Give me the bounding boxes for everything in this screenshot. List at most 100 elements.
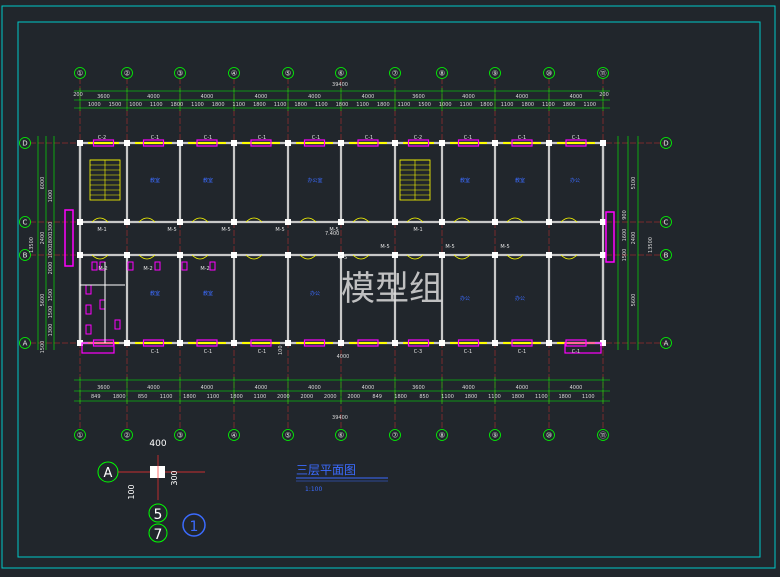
edge-dim-right: 200 [599, 92, 609, 98]
detail-ref-a: 5 [154, 507, 163, 523]
door-swing [406, 217, 424, 223]
window-frame-top [357, 139, 379, 147]
top-window-dim: 1800 [377, 102, 390, 108]
right-small-dim: 900 [622, 210, 628, 220]
top-bay-dim: 4000 [147, 94, 160, 100]
axis-bubble [436, 429, 448, 441]
window-frame-bottom [357, 339, 379, 347]
side-axis-label: B [23, 252, 28, 260]
door-tag: M-2 [143, 266, 152, 272]
axis-bubble [597, 67, 609, 79]
fixtures [80, 159, 431, 343]
watermark-text: 模型组 [341, 269, 443, 309]
top-bay-dim: 4000 [462, 94, 475, 100]
column [77, 252, 83, 258]
column [285, 140, 291, 146]
bottom-bay-dim: 4000 [362, 385, 375, 391]
column-detail: A 400 300 100 5 7 1 [97, 439, 206, 543]
top-bay-dim: 4000 [201, 94, 214, 100]
detail-column [150, 466, 165, 478]
side-axis-bubble [660, 137, 672, 149]
toilet-fixture [91, 261, 98, 271]
side-axis-bubble [660, 216, 672, 228]
left-small-dim: 1000 [48, 190, 54, 203]
top-window-dim: 1800 [253, 102, 266, 108]
bottom-window-dim: 1800 [512, 394, 525, 400]
column [77, 219, 83, 225]
column [392, 140, 398, 146]
door-swing [506, 254, 524, 260]
column [392, 340, 398, 346]
side-axis-bubble [19, 337, 31, 349]
detail-ref-c-bubble [182, 513, 206, 537]
edge-dim-left: 200 [73, 92, 83, 98]
bottom-window-dim: 1800 [113, 394, 126, 400]
bottom-window-dim: 1100 [535, 394, 548, 400]
plan-scale: 1:100 [305, 486, 322, 493]
column [124, 140, 130, 146]
top-window-dim: 1000 [439, 102, 452, 108]
openings [64, 139, 615, 354]
top-window-dim: 1100 [191, 102, 204, 108]
window-tag-top: C-1 [365, 135, 373, 141]
column [492, 140, 498, 146]
side-axis-label: C [664, 219, 669, 227]
toilet-stall [99, 299, 106, 310]
column [492, 219, 498, 225]
column [124, 340, 130, 346]
axis-bubble [489, 67, 501, 79]
bottom-window-dim: 1800 [558, 394, 571, 400]
window-frame-top [142, 139, 165, 147]
left-small-dim: 1300 [48, 324, 54, 337]
top-bay-dim: 4000 [362, 94, 375, 100]
bottom-window-dim: 850 [138, 394, 148, 400]
room-label: 办公 [460, 295, 470, 302]
column [231, 252, 237, 258]
bottom-window-dim: 849 [372, 394, 382, 400]
axis-bubble [282, 429, 294, 441]
axis-bubble-label: ④ [231, 432, 237, 440]
window-frame-bottom [407, 339, 430, 347]
bottom-window-dim: 1100 [441, 394, 454, 400]
detail-ref-a-bubble [148, 503, 168, 523]
detail-ref-c: 1 [190, 519, 199, 535]
window-frame-bottom [250, 339, 272, 347]
bay-window-left [81, 342, 115, 354]
door-swing [138, 217, 156, 223]
bottom-window-dim: 1800 [183, 394, 196, 400]
axis-bubble [282, 67, 294, 79]
detail-ref-b: 7 [154, 527, 163, 543]
axis-bubble [597, 429, 609, 441]
bottom-bay-dim: 4000 [462, 385, 475, 391]
bottom-window-dim: 2000 [324, 394, 337, 400]
door-tag: M-1 [413, 227, 422, 233]
axis-bubble-label: ⑦ [392, 432, 398, 440]
door-swing [453, 254, 471, 260]
axis-bubble-label: ⑤ [285, 432, 291, 440]
side-axis-bubble [660, 249, 672, 261]
bottom-window-dim: 2000 [347, 394, 360, 400]
side-axis-label: A [664, 340, 669, 348]
axis-bubble-label: ⑥ [338, 70, 344, 78]
top-window-dim: 1500 [418, 102, 431, 108]
top-window-dim: 1100 [315, 102, 328, 108]
axis-bubble-label: ⑩ [546, 70, 552, 78]
side-axis-bubble [19, 137, 31, 149]
detail-width: 400 [149, 439, 166, 449]
bottom-window-dim: 1100 [488, 394, 501, 400]
detail-axis-label: A [104, 466, 113, 481]
side-axis-bubble [660, 337, 672, 349]
room-label: 教室 [515, 177, 525, 184]
total-top-dim: 39400 [332, 82, 348, 88]
door-swing [299, 254, 317, 260]
top-bay-dim: 3600 [412, 94, 425, 100]
door-width-dim: 4000 [337, 354, 350, 360]
detail-height: 300 [170, 470, 179, 485]
top-window-dim: 1100 [542, 102, 555, 108]
right-total-dim: 13500 [648, 237, 654, 253]
window-frame-bottom [196, 339, 218, 347]
